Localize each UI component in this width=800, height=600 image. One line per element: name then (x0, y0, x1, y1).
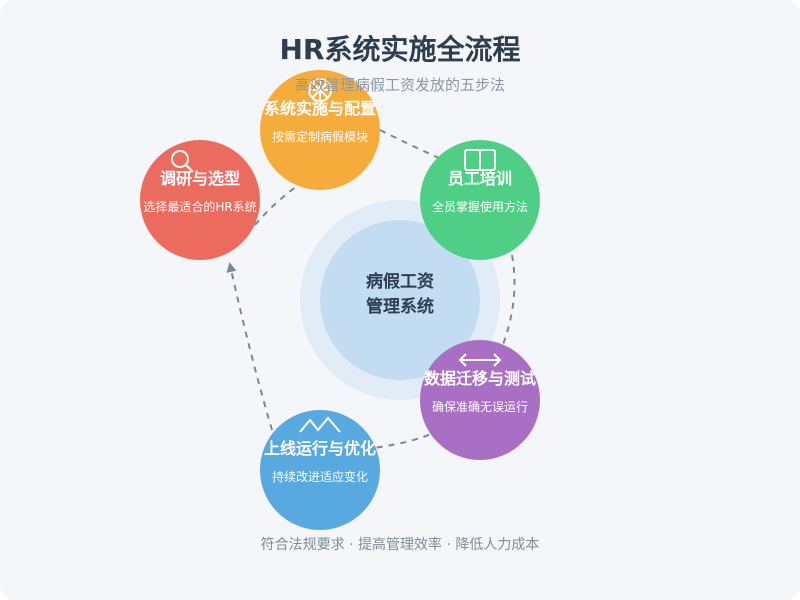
magnifier-icon (171, 150, 194, 173)
step-circle-research (140, 140, 260, 260)
page-subtitle: 高效管理病假工资发放的五步法 (294, 76, 505, 94)
step-launch: 上线运行与优化 持续改进适应变化 (240, 438, 400, 486)
step-circle-training (420, 140, 540, 260)
center-inner-circle (320, 220, 480, 380)
step-config: 系统实施与配置 按需定制病假模块 (240, 98, 400, 146)
step-circle-config (260, 70, 380, 190)
step-title: 上线运行与优化 (263, 439, 376, 458)
book-icon (464, 149, 496, 171)
double-arrow-icon (458, 353, 502, 367)
arrow-launch-to-research (226, 262, 273, 431)
step-training: 员工培训 全员掌握使用方法 (400, 168, 560, 216)
step-migration: 数据迁移与测试 确保准确无误运行 (400, 368, 560, 416)
arrow-config-to-training (379, 129, 477, 175)
step-title: 系统实施与配置 (263, 99, 376, 118)
center-label-line1: 病假工资 (366, 272, 434, 292)
step-desc: 选择最适合的HR系统 (143, 200, 257, 214)
step-circle-migration (420, 340, 540, 460)
step-desc: 确保准确无误运行 (431, 400, 528, 414)
step-desc: 持续改进适应变化 (271, 470, 368, 484)
footer-benefits: 符合法规要求 · 提高管理效率 · 降低人力成本 (260, 537, 540, 553)
step-desc: 全员掌握使用方法 (431, 200, 528, 214)
step-research: 调研与选型 选择最适合的HR系统 (120, 168, 280, 216)
center-label: 病假工资 管理系统 (340, 270, 460, 320)
step-title: 数据迁移与测试 (423, 369, 536, 388)
step-title: 员工培训 (447, 169, 512, 188)
step-circle-launch (260, 410, 380, 530)
step-title: 调研与选型 (159, 169, 240, 188)
center-label-line2: 管理系统 (366, 297, 434, 317)
step-desc: 按需定制病假模块 (271, 130, 368, 144)
trend-line-icon (299, 416, 341, 433)
settings-wheel-icon (308, 78, 332, 102)
page-title: HR系统实施全流程 (279, 33, 521, 66)
